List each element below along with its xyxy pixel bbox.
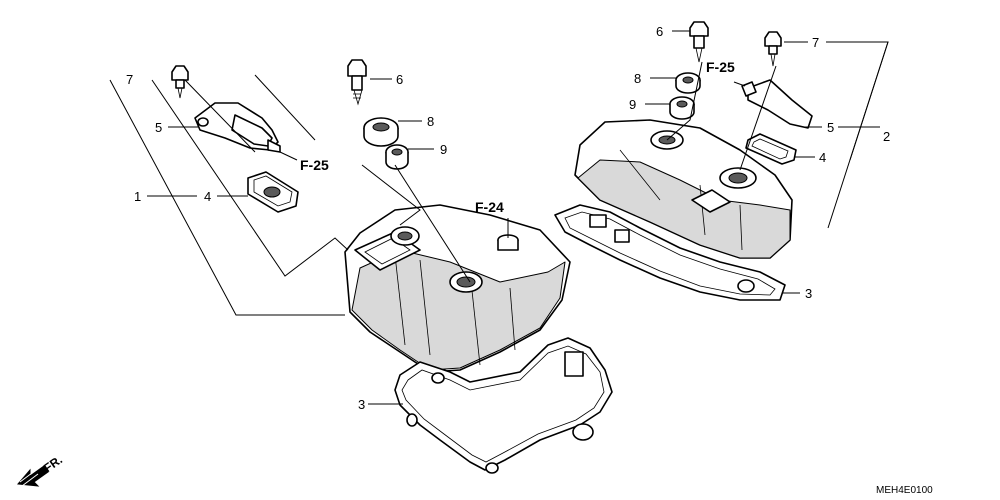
callout-left-7: 7 [126, 72, 133, 87]
right-cover-bolt [689, 21, 709, 63]
left-cover-washer [363, 117, 399, 147]
reference-left-f25: F-25 [300, 157, 329, 173]
left-cover-grommet [385, 144, 409, 170]
callout-left-1: 1 [134, 189, 141, 204]
right-head-cover-gasket [554, 204, 786, 301]
callout-left-3: 3 [358, 397, 365, 412]
diagram-code: MEH4E0100 [876, 485, 933, 496]
left-leader-lines [109, 74, 509, 405]
forward-arrow-icon [16, 465, 49, 487]
callout-left-4: 4 [204, 189, 211, 204]
callout-right-5: 5 [827, 120, 834, 135]
callout-left-9: 9 [440, 142, 447, 157]
callout-left-5: 5 [155, 120, 162, 135]
right-breather-gasket [745, 133, 797, 165]
callout-right-2: 2 [883, 129, 890, 144]
callout-right-6: 6 [656, 24, 663, 39]
right-leader-lines [645, 30, 889, 294]
callout-right-9: 9 [629, 97, 636, 112]
left-breather-plate [194, 102, 281, 153]
left-cylinder-head-cover [344, 204, 571, 373]
callout-right-7: 7 [812, 35, 819, 50]
callout-right-3: 3 [805, 286, 812, 301]
left-cover-bolt [347, 59, 367, 106]
callout-right-4: 4 [819, 150, 826, 165]
callout-left-8: 8 [427, 114, 434, 129]
left-head-cover-gasket [394, 337, 613, 474]
right-breather-plate [741, 79, 813, 129]
right-breather-bolt [764, 31, 782, 67]
callout-right-8: 8 [634, 71, 641, 86]
callout-left-6: 6 [396, 72, 403, 87]
left-breather-bolt [171, 65, 189, 99]
reference-right-f25: F-25 [706, 59, 735, 75]
reference-center-f24: F-24 [475, 199, 504, 215]
left-breather-gasket [247, 171, 299, 213]
right-cylinder-head-cover [574, 119, 793, 259]
right-cover-washer [675, 72, 701, 94]
